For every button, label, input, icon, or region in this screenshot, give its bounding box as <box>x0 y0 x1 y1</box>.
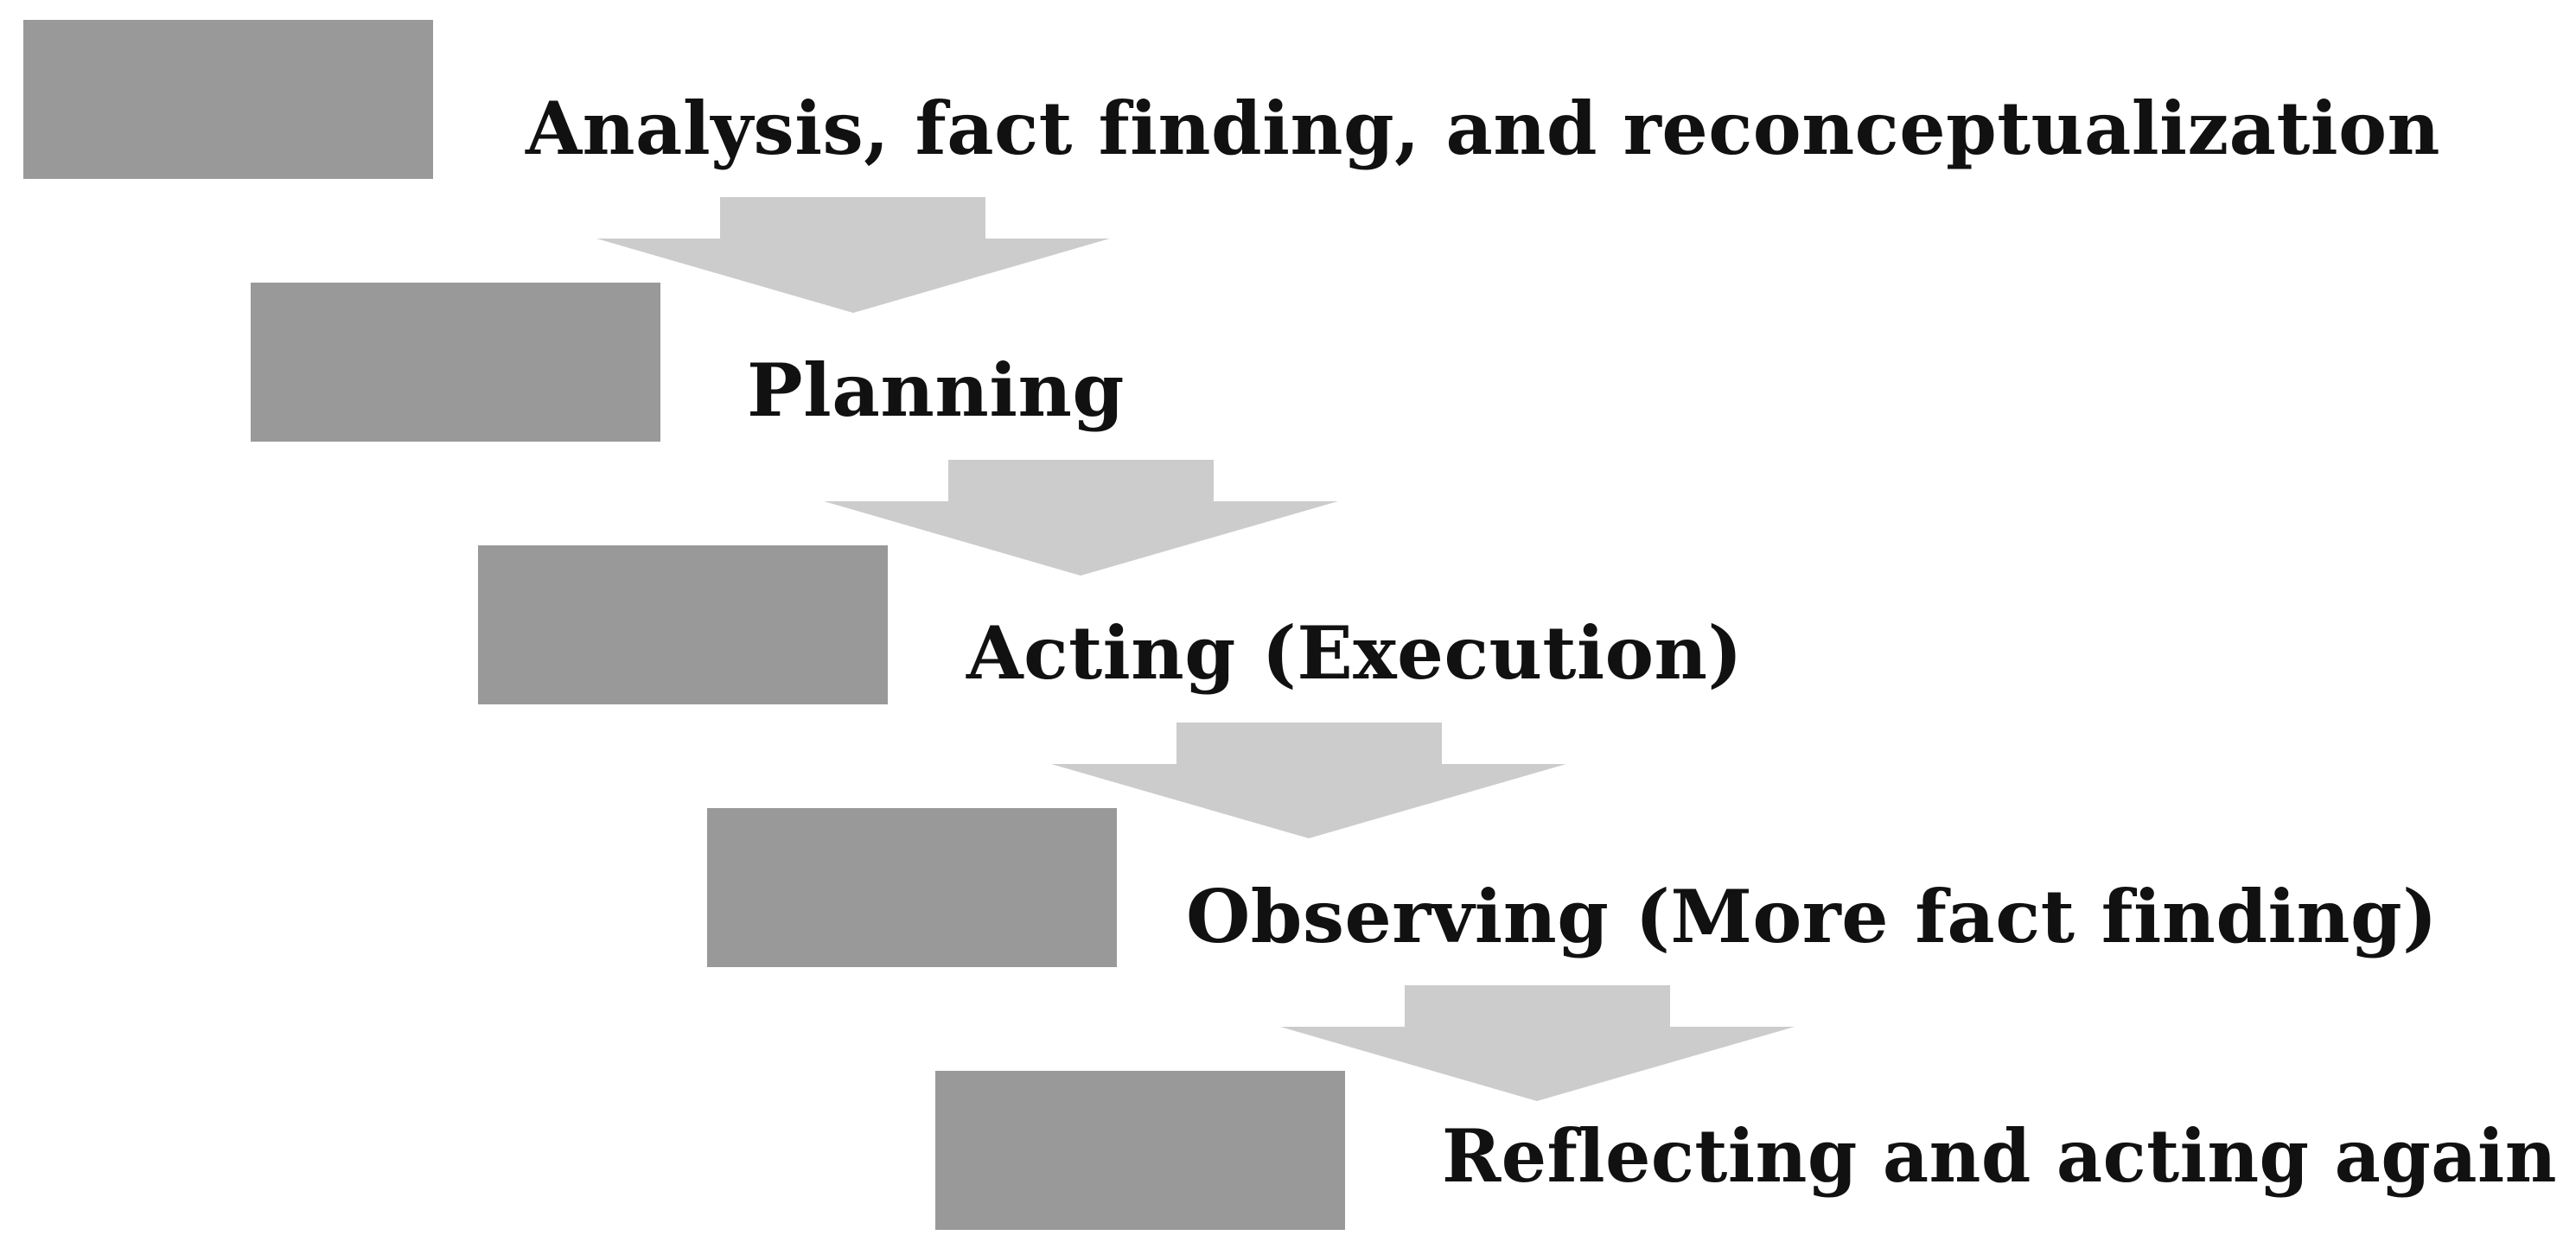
step-2-label: Planning <box>747 347 1125 433</box>
step-3-label: Acting (Execution) <box>966 610 1743 696</box>
step-5: Reflecting and acting again <box>935 1071 2557 1230</box>
step-4: Observing (More fact finding) <box>707 808 2438 967</box>
step-4-label: Observing (More fact finding) <box>1186 874 2438 959</box>
arrow-down-icon <box>1051 723 1566 838</box>
step-1-label: Analysis, fact finding, and reconceptual… <box>525 86 2440 171</box>
arrow-down-icon <box>824 460 1338 576</box>
arrow-down-icon <box>596 197 1110 313</box>
step-4-box <box>707 808 1117 967</box>
step-5-box <box>935 1071 1345 1230</box>
arrow-down-icon <box>1280 985 1795 1101</box>
step-1-box <box>23 20 433 179</box>
step-2: Planning <box>251 283 1125 442</box>
step-5-label: Reflecting and acting again <box>1442 1113 2557 1199</box>
step-1: Analysis, fact finding, and reconceptual… <box>23 20 2440 179</box>
step-3-box <box>478 545 888 704</box>
step-2-box <box>251 283 660 442</box>
step-3: Acting (Execution) <box>478 545 1743 704</box>
